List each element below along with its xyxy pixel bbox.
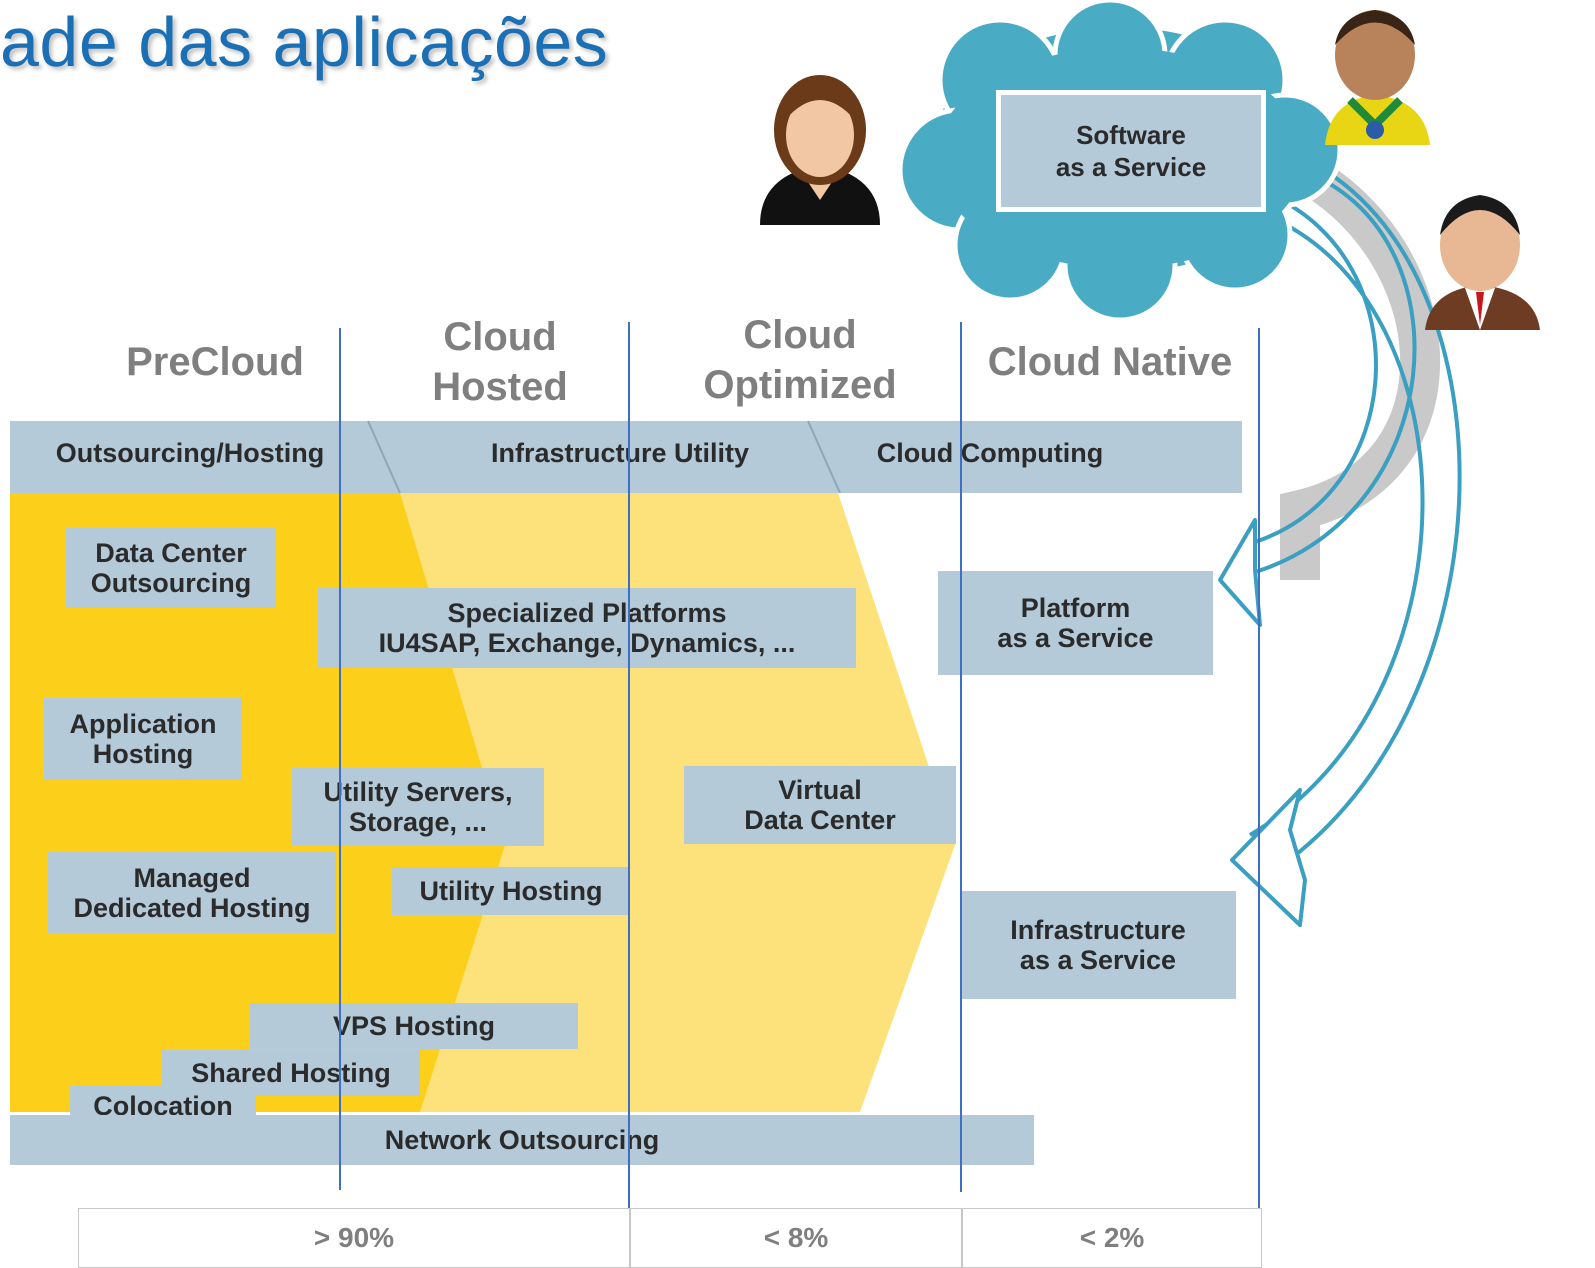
- page-title: ade das aplicações: [0, 3, 609, 81]
- arrow-head-paas: [1218, 518, 1262, 627]
- man-suit-avatar-icon: [1425, 195, 1540, 330]
- column-divider-2: [628, 322, 630, 1265]
- arrow-curve-iaas-outer: [1258, 153, 1462, 882]
- saas-box: Software as a Service: [996, 90, 1266, 212]
- band-divider-1: [367, 420, 401, 494]
- column-header-cloud-optimized: Cloud Optimized: [703, 313, 897, 407]
- band-divider-2: [807, 420, 841, 494]
- saas-line2: as a Service: [1055, 152, 1207, 182]
- column-header-cloud-hosted: Cloud Hosted: [432, 315, 568, 409]
- saas-line1: Software: [1076, 120, 1186, 150]
- arrow-curve-paas-outer: [1244, 168, 1417, 577]
- column-header-precloud: PreCloud: [126, 340, 304, 384]
- percent-precloud-hosted: > 90%: [78, 1208, 630, 1268]
- column-divider-4: [1258, 328, 1260, 1208]
- top-band: [10, 421, 1242, 493]
- box-utility-hosting: Utility Hosting: [392, 867, 630, 915]
- column-divider-1: [339, 328, 341, 1190]
- box-utility-servers-storage: Utility Servers,Storage, ...: [292, 768, 544, 846]
- band-label-infrastructure-utility: Infrastructure Utility: [490, 438, 750, 468]
- percent-cloud-native: < 2%: [962, 1208, 1262, 1268]
- arrow-head-iaas: [1230, 788, 1307, 927]
- man-green-avatar-icon: [1325, 10, 1430, 145]
- box-network-outsourcing: Network Outsourcing: [10, 1115, 1034, 1165]
- band-label-cloud-computing: Cloud Computing: [876, 438, 1104, 468]
- column-divider-3: [960, 322, 962, 1192]
- percent-cloud-optimized: < 8%: [630, 1208, 962, 1268]
- column-header-cloud-native: Cloud Native: [987, 340, 1233, 384]
- arrow-curve-iaas-inner: [1248, 213, 1425, 837]
- gray-connector: [1280, 152, 1440, 580]
- woman-avatar-icon: [760, 75, 880, 225]
- band-label-outsourcing-hosting: Outsourcing/Hosting: [55, 438, 325, 468]
- box-vps-hosting: VPS Hosting: [250, 1003, 578, 1049]
- arrow-curve-paas-inner: [1244, 193, 1378, 547]
